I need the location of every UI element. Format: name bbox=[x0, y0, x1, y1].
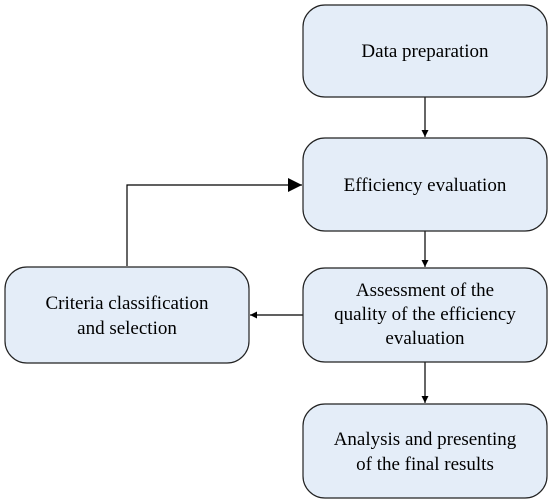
node-assessment-quality-line-1: Assessment of the bbox=[356, 280, 494, 301]
node-criteria-classification: Criteria classification and selection bbox=[4, 266, 250, 364]
node-assessment-quality: Assessment of the quality of the efficie… bbox=[302, 267, 548, 363]
node-analysis-results: Analysis and presenting of the final res… bbox=[302, 403, 548, 499]
node-assessment-quality-line-2: quality of the efficiency bbox=[334, 304, 516, 325]
node-assessment-quality-line-3: evaluation bbox=[385, 328, 465, 349]
edge-criteria-classification-to-efficiency-evaluation bbox=[126, 178, 302, 266]
node-analysis-results-line-1: Analysis and presenting bbox=[334, 429, 517, 450]
node-data-preparation: Data preparation bbox=[302, 4, 548, 98]
node-efficiency-evaluation: Efficiency evaluation bbox=[302, 137, 548, 232]
node-criteria-classification-line-2: and selection bbox=[77, 318, 177, 339]
node-analysis-results-line-2: of the final results bbox=[356, 454, 494, 475]
node-criteria-classification-line-1: Criteria classification bbox=[45, 293, 209, 314]
node-efficiency-evaluation-label: Efficiency evaluation bbox=[344, 175, 507, 196]
node-data-preparation-label: Data preparation bbox=[361, 41, 489, 62]
